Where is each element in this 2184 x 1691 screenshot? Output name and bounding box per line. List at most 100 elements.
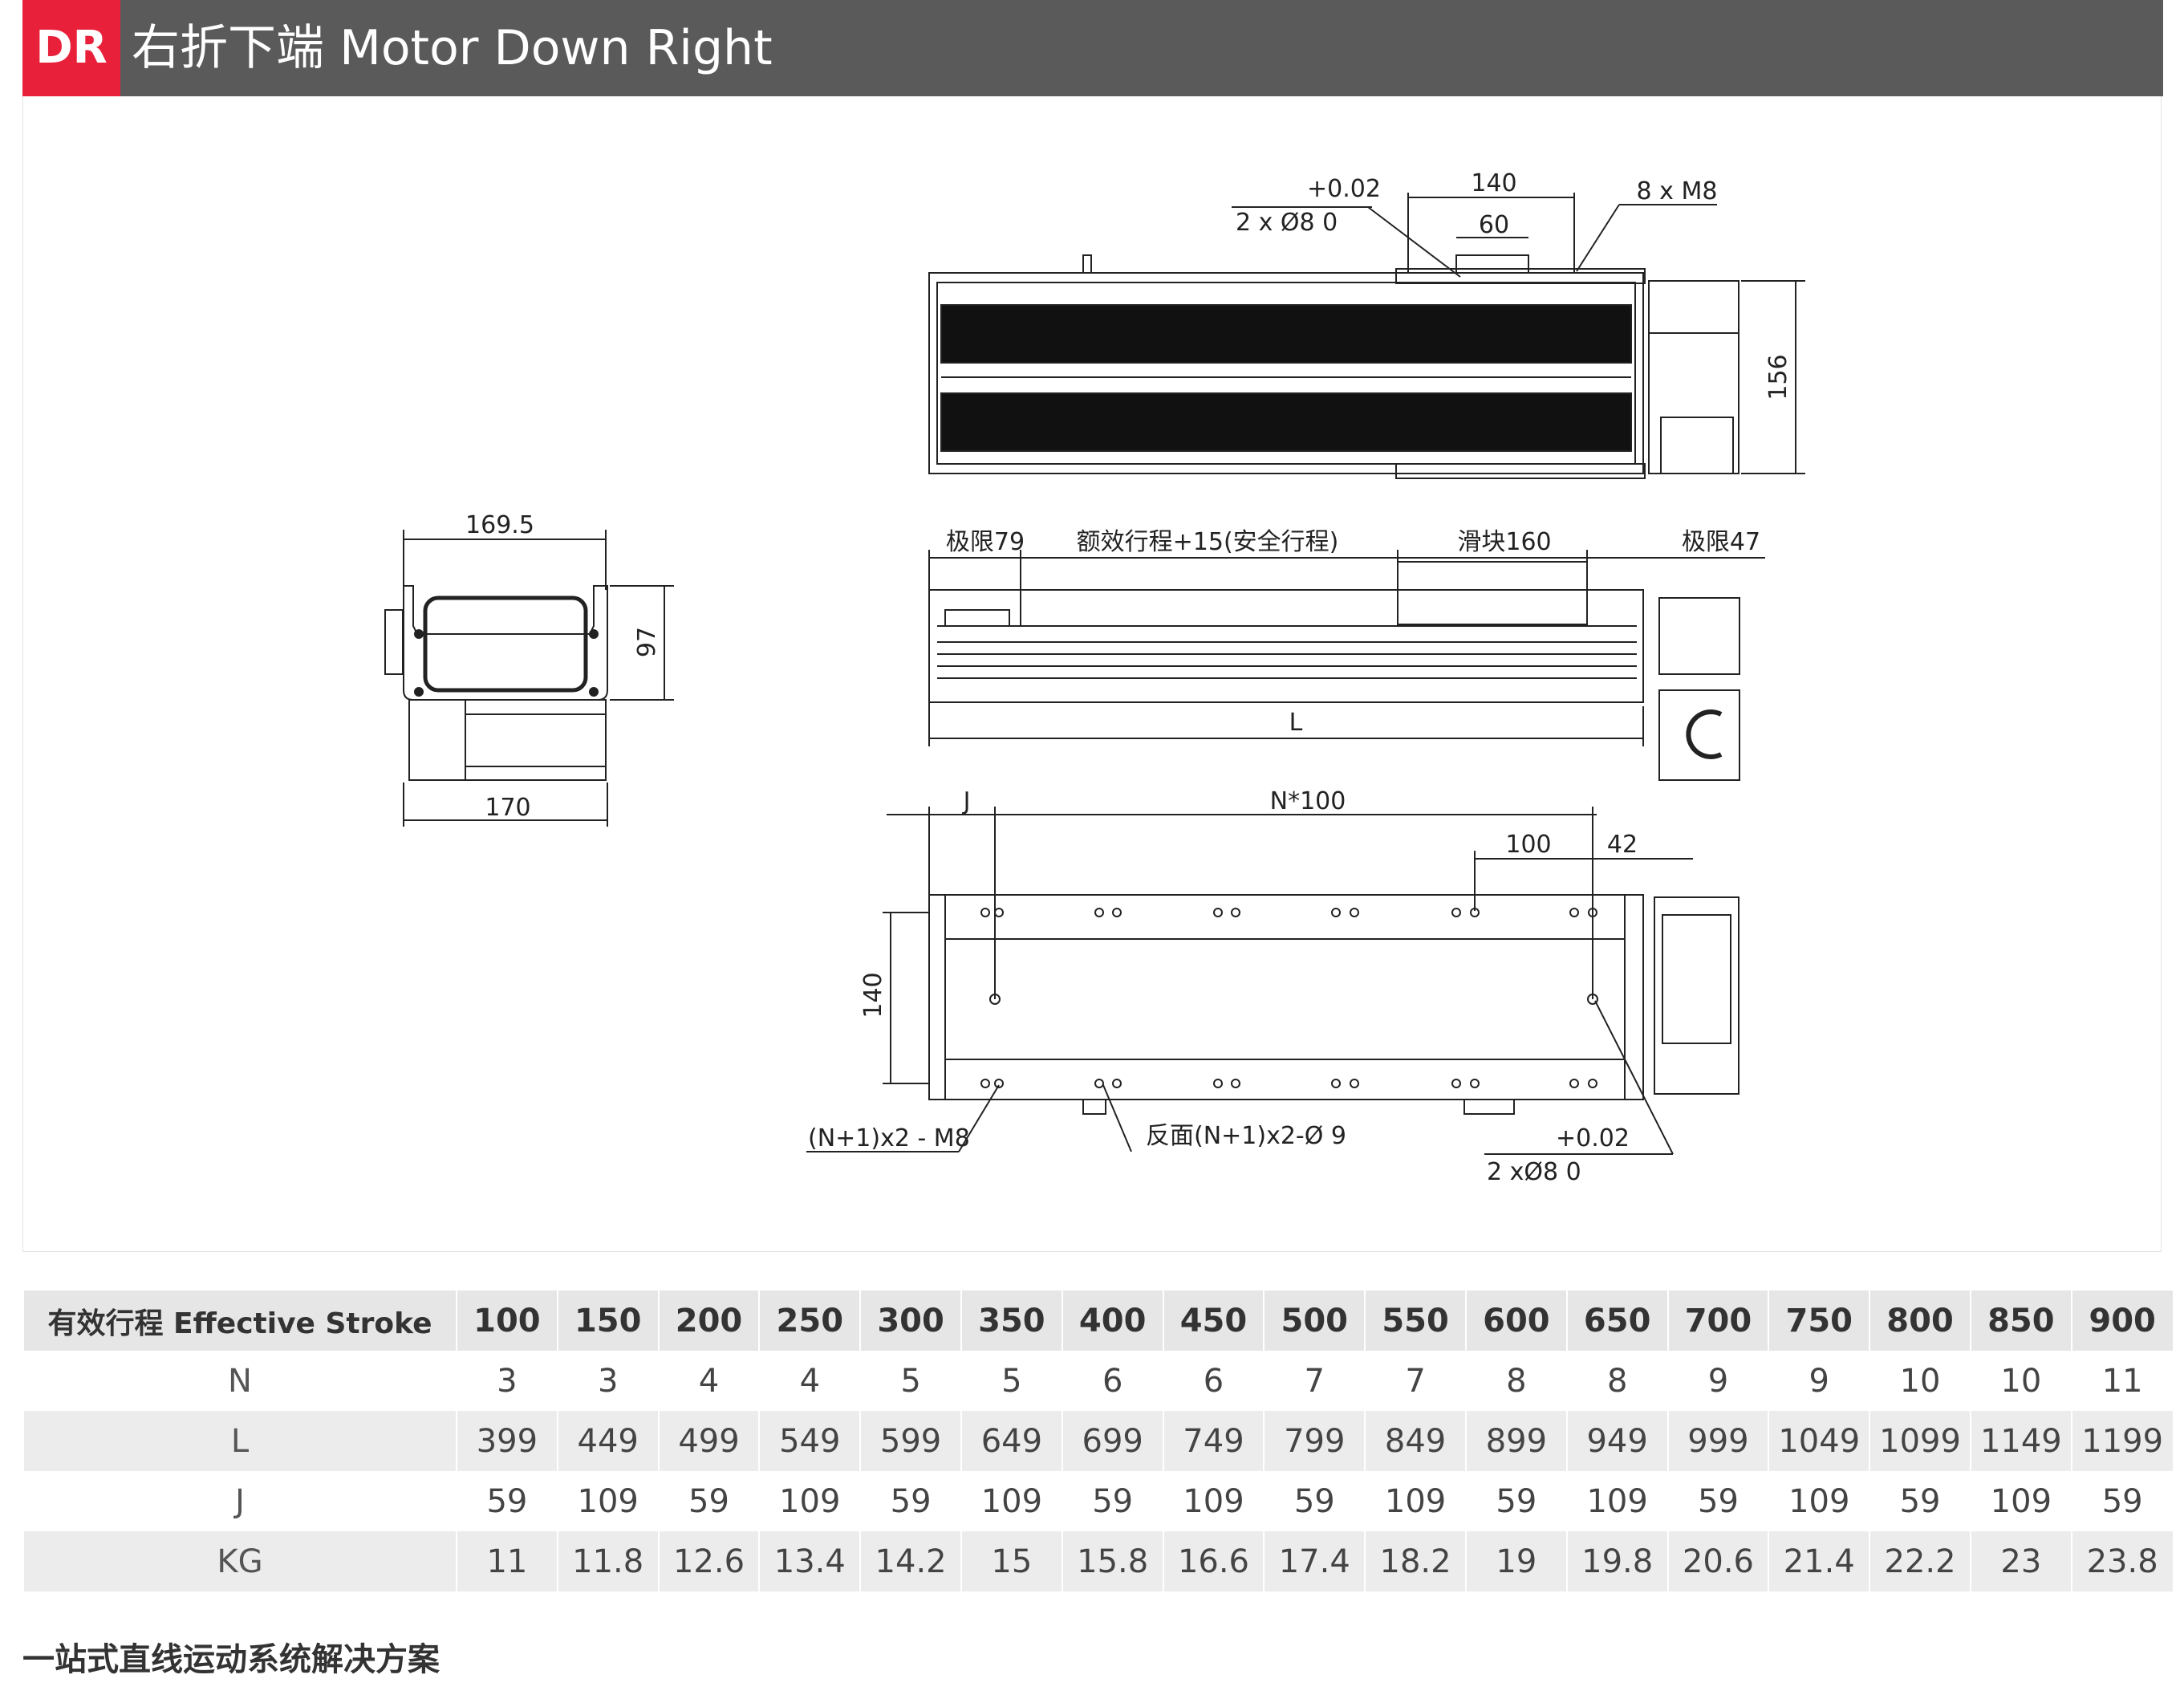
table-cell: 21.4 xyxy=(1768,1531,1870,1591)
table-cell: 5 xyxy=(859,1351,961,1411)
column-header: 200 xyxy=(657,1291,760,1351)
column-header: 850 xyxy=(1969,1291,2072,1351)
table-cell: 109 xyxy=(556,1471,659,1531)
front-view: 极限79 额效行程+15(安全行程) 滑块160 极限47 L xyxy=(928,528,1765,781)
table-cell: 16.6 xyxy=(1162,1531,1265,1591)
table-cell: 59 xyxy=(2070,1471,2173,1531)
table-cell: 59 xyxy=(859,1471,961,1531)
table-cell: 3 xyxy=(556,1351,659,1411)
table-cell: 1199 xyxy=(2070,1411,2173,1471)
table-cell: 109 xyxy=(1969,1471,2072,1531)
column-header: 100 xyxy=(456,1291,558,1351)
table-cell: 1099 xyxy=(1869,1411,1971,1471)
table-cell: 14.2 xyxy=(859,1531,961,1591)
bottom-view: J N*100 100 42 140 xyxy=(806,787,1739,1186)
side-view: 169.5 97 170 xyxy=(384,511,674,827)
table-cell: 499 xyxy=(657,1411,760,1471)
row-label: L xyxy=(22,1411,457,1471)
table-cell: 12.6 xyxy=(657,1531,760,1591)
table-cell: 109 xyxy=(1364,1471,1466,1531)
table-cell: 5 xyxy=(960,1351,1062,1411)
dim-100: 100 xyxy=(1505,831,1551,859)
dim-j: J xyxy=(962,787,971,815)
table-cell: 8 xyxy=(1565,1351,1668,1411)
table-cell: 9 xyxy=(1666,1351,1769,1411)
table-cell: 799 xyxy=(1263,1411,1366,1471)
dim-bottom-140: 140 xyxy=(859,972,887,1018)
table-cell: 11 xyxy=(2070,1351,2173,1411)
table-cell: 59 xyxy=(1263,1471,1366,1531)
column-header: 400 xyxy=(1061,1291,1163,1351)
table-cell: 17.4 xyxy=(1263,1531,1366,1591)
table-cell: 9 xyxy=(1768,1351,1870,1411)
dim-side-width-bottom: 170 xyxy=(485,794,530,822)
column-header: 900 xyxy=(2070,1291,2173,1351)
table-cell: 59 xyxy=(657,1471,760,1531)
table-cell: 7 xyxy=(1364,1351,1466,1411)
table-cell: 59 xyxy=(1061,1471,1163,1531)
table-cell: 59 xyxy=(1464,1471,1567,1531)
table-cell: 18.2 xyxy=(1364,1531,1466,1591)
table-cell: 11 xyxy=(456,1531,558,1591)
dim-side-width-top: 169.5 xyxy=(465,511,534,539)
table-cell: 109 xyxy=(758,1471,861,1531)
label-pin: 2 xØ8 0 xyxy=(1487,1158,1581,1186)
column-header: 150 xyxy=(556,1291,659,1351)
technical-drawing: 169.5 97 170 +0.02 2 x Ø8 0 140 60 xyxy=(384,169,1805,1186)
table-cell: 1149 xyxy=(1969,1411,2072,1471)
column-header: 750 xyxy=(1768,1291,1870,1351)
dim-top-screw: 8 x M8 xyxy=(1637,177,1718,205)
dim-42: 42 xyxy=(1607,831,1638,859)
column-header: 550 xyxy=(1364,1291,1466,1351)
column-header: 600 xyxy=(1464,1291,1567,1351)
column-header: 250 xyxy=(758,1291,861,1351)
dim-top-pin-hole: 2 x Ø8 0 xyxy=(1236,209,1338,237)
model-badge: DR xyxy=(22,0,120,96)
table-cell: 15 xyxy=(960,1531,1062,1591)
table-cell: 599 xyxy=(859,1411,961,1471)
label-back-holes: 反面(N+1)x2-Ø 9 xyxy=(1146,1122,1346,1150)
dim-top-60: 60 xyxy=(1479,211,1509,239)
table-cell: 3 xyxy=(456,1351,558,1411)
table-cell: 7 xyxy=(1263,1351,1366,1411)
page-title: 右折下端 Motor Down Right xyxy=(132,20,773,76)
table-cell: 10 xyxy=(1869,1351,1971,1411)
table-cell: 11.8 xyxy=(556,1531,659,1591)
table-cell: 13.4 xyxy=(758,1531,861,1591)
dim-n100: N*100 xyxy=(1270,787,1346,815)
top-view: +0.02 2 x Ø8 0 140 60 8 x M8 156 xyxy=(928,169,1805,479)
technical-drawing-frame xyxy=(22,96,2162,1252)
footer-slogan: 一站式直线运动系统解决方案 xyxy=(22,1641,440,1678)
dim-top-tolerance: +0.02 xyxy=(1307,175,1381,203)
label-effective-stroke: 额效行程+15(安全行程) xyxy=(1077,528,1339,556)
table-cell: 4 xyxy=(758,1351,861,1411)
table-cell: 22.2 xyxy=(1869,1531,1971,1591)
table-cell: 109 xyxy=(1768,1471,1870,1531)
column-header: 650 xyxy=(1565,1291,1668,1351)
table-cell: 699 xyxy=(1061,1411,1163,1471)
label-limit-left: 极限79 xyxy=(946,528,1025,556)
row-label: J xyxy=(22,1471,457,1531)
label-limit-right: 极限47 xyxy=(1682,528,1760,556)
table-cell: 23.8 xyxy=(2070,1531,2173,1591)
column-header: 800 xyxy=(1869,1291,1971,1351)
table-cell: 749 xyxy=(1162,1411,1265,1471)
table-cell: 6 xyxy=(1162,1351,1265,1411)
table-cell: 449 xyxy=(556,1411,659,1471)
table-cell: 1049 xyxy=(1768,1411,1870,1471)
table-cell: 949 xyxy=(1565,1411,1668,1471)
label-tolerance: +0.02 xyxy=(1556,1124,1630,1152)
dim-top-140: 140 xyxy=(1471,169,1516,197)
dim-top-156: 156 xyxy=(1764,354,1792,400)
table-cell: 109 xyxy=(1565,1471,1668,1531)
table-cell: 899 xyxy=(1464,1411,1567,1471)
table-cell: 6 xyxy=(1061,1351,1163,1411)
dim-length: L xyxy=(1289,709,1303,737)
table-cell: 549 xyxy=(758,1411,861,1471)
table-cell: 19.8 xyxy=(1565,1531,1668,1591)
